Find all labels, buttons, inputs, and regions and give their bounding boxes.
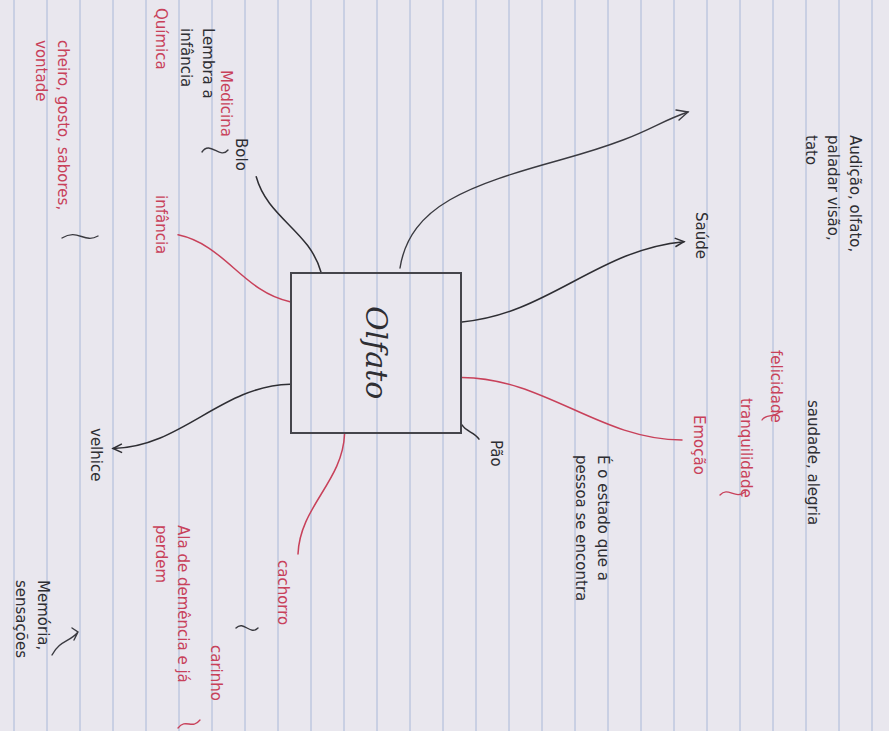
branch-word: Saúde [690,212,712,259]
annotation: É o estado que a pessoa se encontra [570,455,614,633]
branch-text: Saúde [690,212,712,259]
leader-arrow [400,112,688,268]
ruled-line [476,0,477,731]
brace-mark [62,235,98,239]
annotation: Medicina [215,70,237,137]
branch-line [298,434,345,554]
ruled-line [575,0,576,731]
ruled-line [311,0,312,731]
branch-text: cachorro [272,560,294,625]
ruled-line [674,0,675,731]
branch-line [178,235,290,302]
annotation: Química [150,8,172,70]
branch-word: Emoção [688,415,710,475]
ruled-line [113,0,114,731]
ruled-line [806,0,807,731]
branch-text: Emoção [688,415,710,475]
branch-line [256,177,321,272]
arrow-head [676,110,688,120]
branch-word: cachorro [272,560,294,625]
branch-word: velhice [85,428,107,481]
annotation: saudade, alegria [802,400,824,525]
annotation: felicidade [765,350,787,423]
ruled-line [509,0,510,731]
annotation: tranquilidade [735,398,757,498]
ruled-line [641,0,642,731]
annotation: Lembra a infância [175,28,219,148]
branch-text: velhice [85,428,107,481]
ruled-line [443,0,444,731]
ruled-line [872,0,873,731]
ruled-line [608,0,609,731]
ruled-line [839,0,840,731]
branch-text: Pão [485,440,507,467]
branch-word: Pão [485,440,507,467]
ruled-line [344,0,345,731]
central-title: Olfato [358,306,394,399]
ruled-line [740,0,741,731]
branch-line [462,377,682,440]
ruled-line [80,0,81,731]
ruled-line [212,0,213,731]
arrow-head [113,444,122,453]
branch-text: infância [150,195,172,254]
central-box: Olfato [290,272,462,434]
branch-word: infância [150,195,172,254]
annotation: carinho [205,645,227,701]
branch-word: Bolo [230,138,252,171]
ruled-line [410,0,411,731]
annotation: Audição, olfato, paladar visão, tato [800,135,866,260]
annotation: Ala de demência e já perdem [150,525,194,725]
branch-text: Bolo [230,138,252,171]
brace-mark [202,148,228,153]
ruled-line [146,0,147,731]
ruled-line [245,0,246,731]
arrow-head [675,238,684,247]
ruled-line [542,0,543,731]
arrow-mark [52,628,78,655]
branch-line [462,242,684,322]
branch-line [113,384,290,448]
annotation: Memória, sensações [10,580,54,726]
ruled-line [707,0,708,731]
brace-mark [178,720,200,728]
brace-mark [236,626,258,631]
annotation: cheiro, gosto, sabores, vontade [30,40,74,265]
branch-line [462,425,479,439]
